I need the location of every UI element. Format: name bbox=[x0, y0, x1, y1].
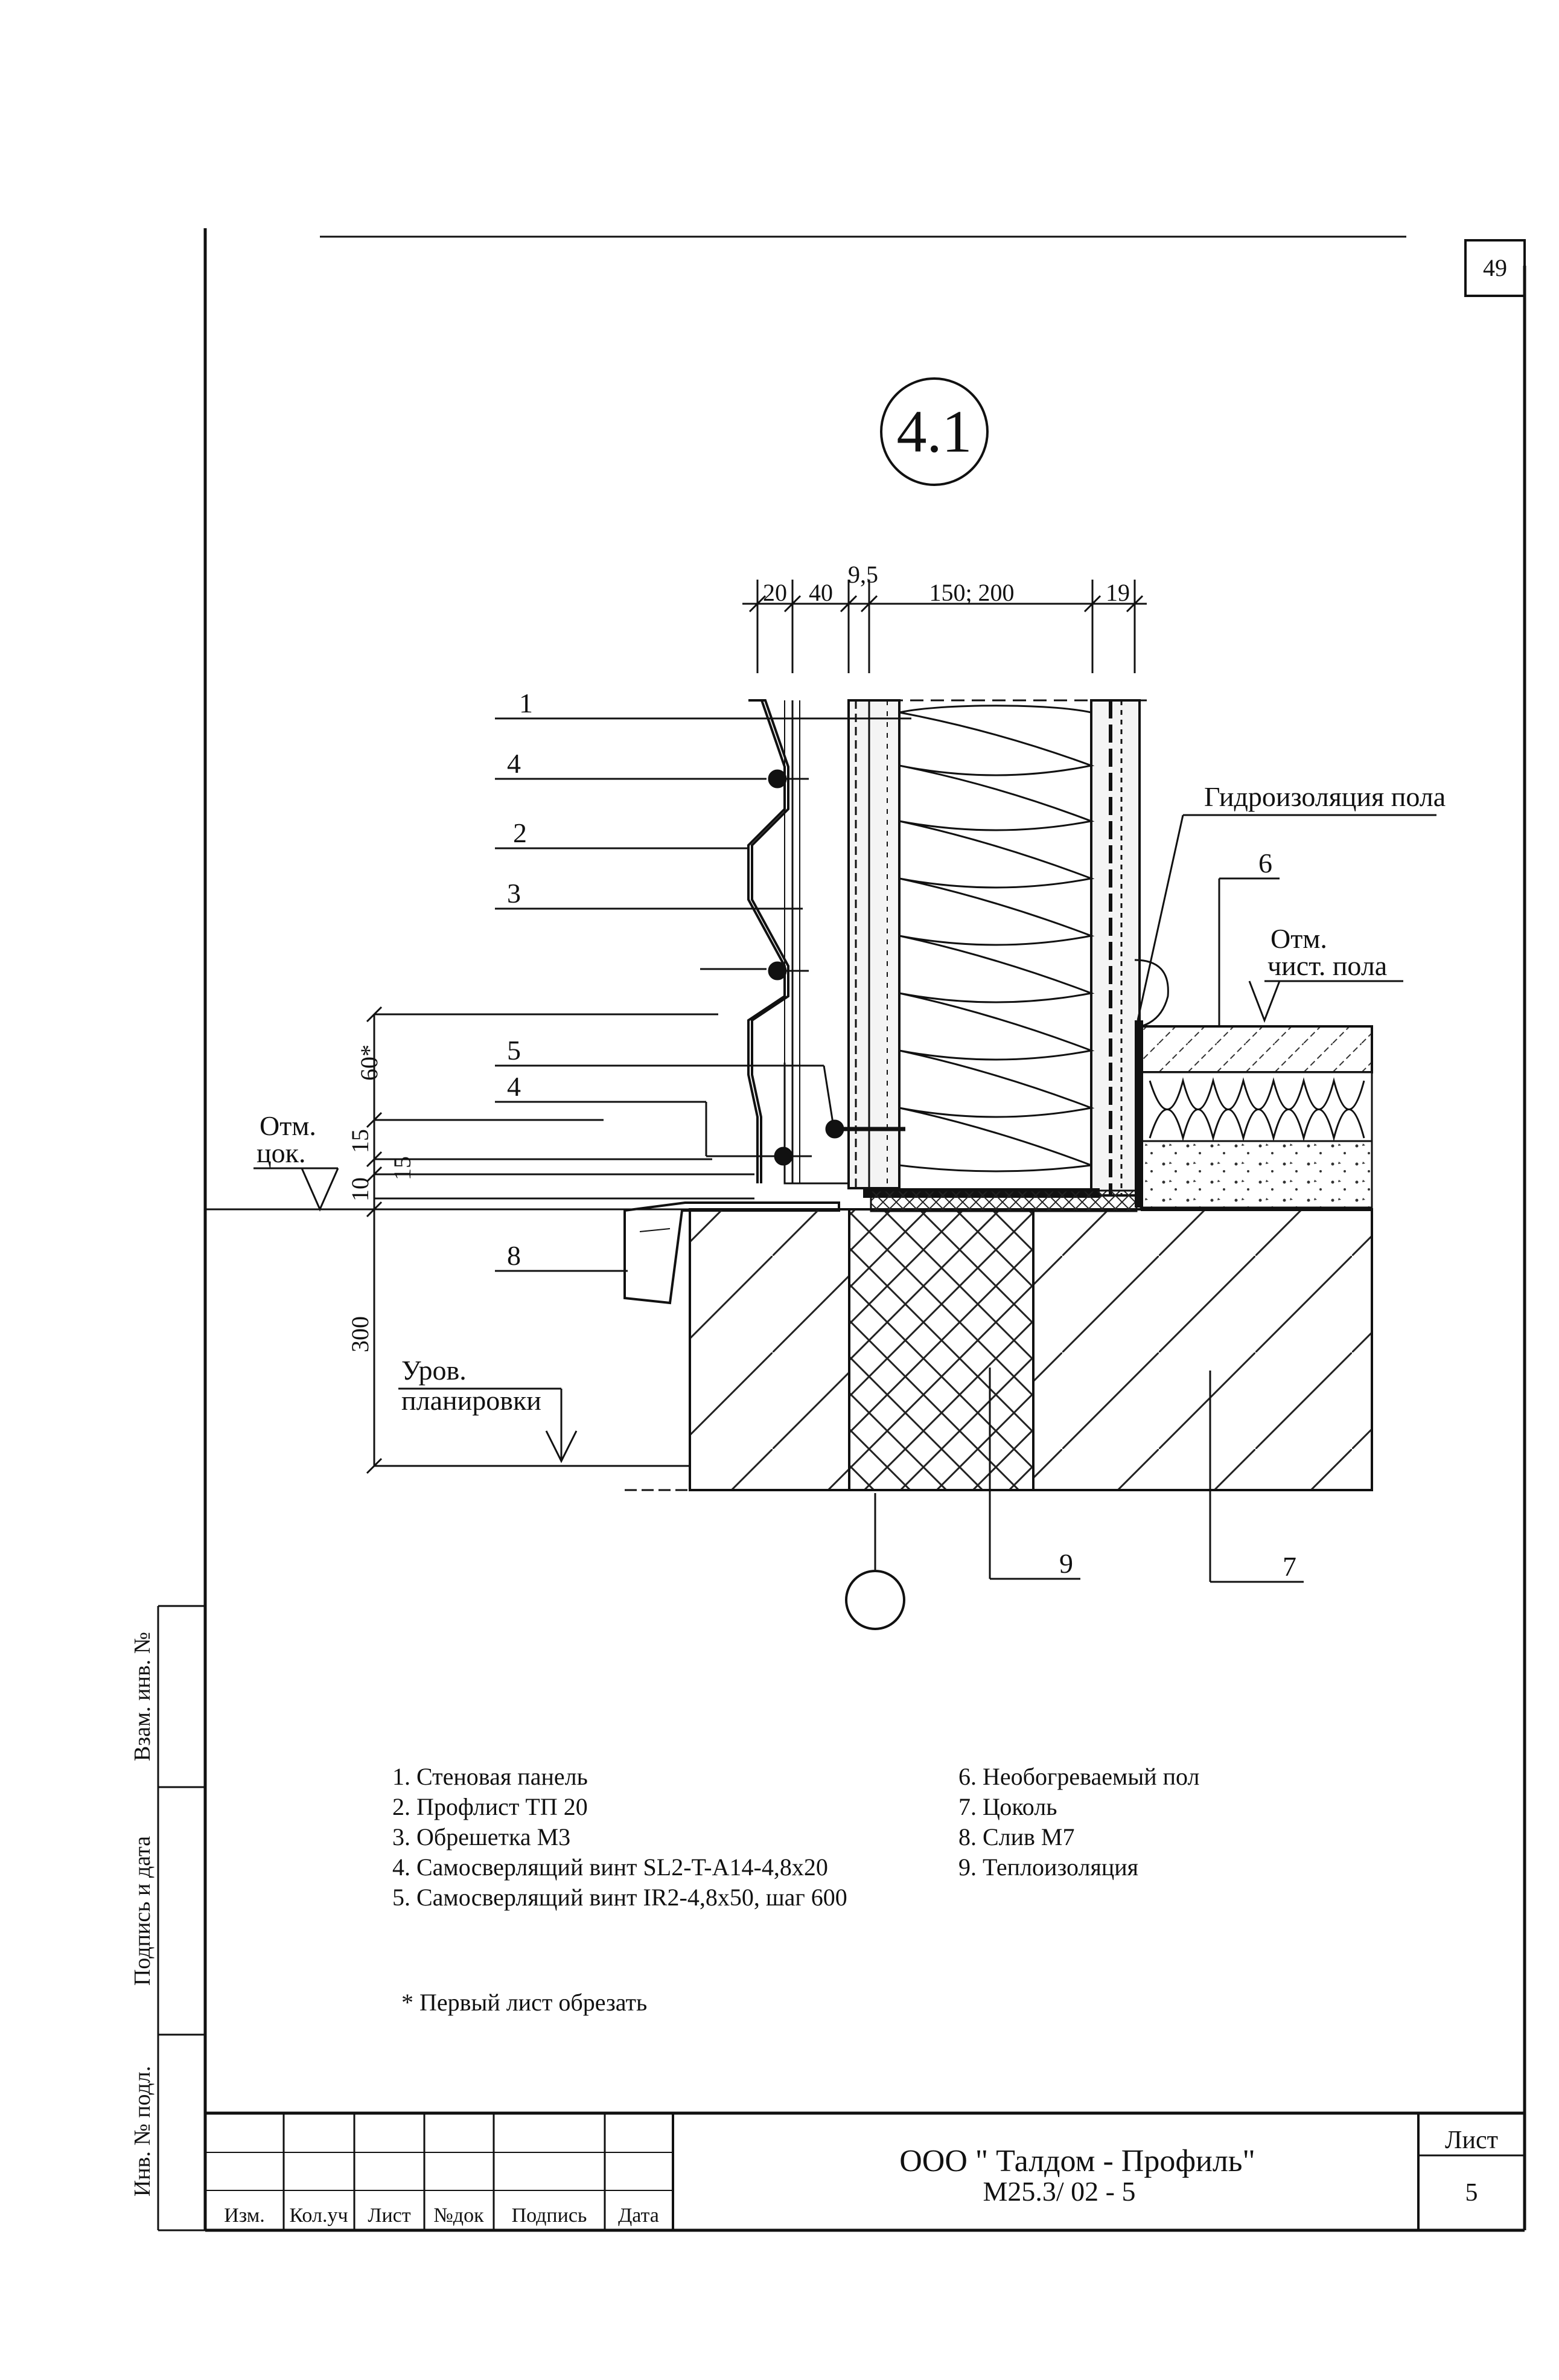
tb-col-koluch: Кол.уч bbox=[289, 2204, 348, 2227]
callout-4b: 4 bbox=[507, 1071, 521, 1102]
floor-buildup bbox=[1134, 959, 1373, 1211]
dim-10: 10 bbox=[346, 1177, 374, 1201]
floor-mark-1: Отм. bbox=[1270, 923, 1327, 954]
dim-15a: 15 bbox=[346, 1129, 374, 1153]
dim-300: 300 bbox=[346, 1316, 374, 1352]
legend-left: 1. Стеновая панель 2. Профлист ТП 20 3. … bbox=[392, 1763, 847, 1911]
callout-8: 8 bbox=[507, 1240, 521, 1271]
dim-60: 60* bbox=[355, 1044, 383, 1081]
waterproofing-label: Гидроизоляция пола bbox=[1204, 781, 1446, 812]
sheet-badge: 49 bbox=[1464, 239, 1526, 297]
dim-150-200: 150; 200 bbox=[929, 579, 1014, 606]
dim-9-5: 9,5 bbox=[848, 561, 878, 588]
profiled-sheet bbox=[747, 699, 849, 1185]
level-lines bbox=[205, 1006, 754, 1491]
mineral-wool-insulation bbox=[899, 705, 1095, 1172]
floor-mark-2: чист. пола bbox=[1267, 950, 1387, 981]
callout-3: 3 bbox=[507, 878, 521, 909]
svg-text:8. Слив М7: 8. Слив М7 bbox=[958, 1823, 1075, 1851]
top-dimension-chain bbox=[742, 580, 1147, 673]
svg-text:9. Теплоизоляция: 9. Теплоизоляция bbox=[958, 1854, 1138, 1881]
svg-text:3. Обрешетка М3: 3. Обрешетка М3 bbox=[392, 1823, 570, 1851]
grade-mark-1: Уров. bbox=[401, 1355, 467, 1386]
callout-7: 7 bbox=[1283, 1551, 1296, 1582]
dim-15b: 15 bbox=[389, 1156, 416, 1180]
callout-2: 2 bbox=[513, 817, 527, 848]
svg-text:5. Самосверлящий винт IR2-4,8x: 5. Самосверлящий винт IR2-4,8x50, шаг 60… bbox=[392, 1884, 847, 1911]
dim-40: 40 bbox=[809, 579, 833, 606]
tb-organization: ООО " Талдом - Профиль" bbox=[899, 2144, 1255, 2178]
callout-9: 9 bbox=[1059, 1548, 1073, 1579]
tb-sheet-label: Лист bbox=[1445, 2126, 1498, 2154]
grade-mark-2: планировки bbox=[401, 1385, 541, 1416]
detail-marker: 4.1 bbox=[880, 377, 989, 486]
wall-panel bbox=[847, 699, 1147, 1198]
section-marker bbox=[845, 1570, 905, 1630]
svg-text:1. Стеновая панель: 1. Стеновая панель bbox=[392, 1763, 588, 1790]
svg-text:2. Профлист ТП 20: 2. Профлист ТП 20 bbox=[392, 1793, 588, 1820]
callout-1: 1 bbox=[519, 688, 533, 718]
side-stamp: Взам. инв. № Подпись и дата Инв. № подл. bbox=[130, 1632, 155, 2196]
callout-4a: 4 bbox=[507, 748, 521, 779]
title-block bbox=[205, 2111, 1525, 2230]
legend-right: 6. Необогреваемый пол 7. Цоколь 8. Слив … bbox=[958, 1763, 1199, 1881]
svg-text:49: 49 bbox=[1483, 254, 1507, 281]
svg-text:7. Цоколь: 7. Цоколь bbox=[958, 1793, 1057, 1820]
svg-text:Взам. инв. №: Взам. инв. № bbox=[130, 1632, 155, 1761]
floor-level-mark bbox=[1248, 980, 1403, 1023]
dim-20: 20 bbox=[763, 579, 787, 606]
plinth-foundation bbox=[689, 1189, 1373, 1491]
svg-text:Подпись и дата: Подпись и дата bbox=[130, 1836, 155, 1986]
plinth-level-mark bbox=[253, 1167, 339, 1212]
svg-text:Инв. № подл.: Инв. № подл. bbox=[130, 2066, 155, 2197]
tb-col-ndok: №док bbox=[433, 2204, 484, 2227]
tb-sheet-number: 5 bbox=[1465, 2179, 1478, 2207]
tb-document-code: М25.3/ 02 - 5 bbox=[983, 2176, 1136, 2207]
callout-5: 5 bbox=[507, 1035, 521, 1066]
tb-col-list: Лист bbox=[368, 2204, 410, 2227]
waterproofing-leader bbox=[1137, 814, 1436, 1021]
dim-19: 19 bbox=[1106, 579, 1130, 606]
callout-leaders bbox=[495, 717, 1304, 1583]
callout-6: 6 bbox=[1258, 848, 1272, 878]
svg-text:6. Необогреваемый пол: 6. Необогреваемый пол bbox=[958, 1763, 1199, 1790]
tb-col-podpis: Подпись bbox=[512, 2204, 587, 2227]
svg-text:4.1: 4.1 bbox=[897, 398, 972, 465]
footnote: * Первый лист обрезать bbox=[401, 1989, 647, 2016]
svg-text:4. Самосверлящий винт SL2-T-A1: 4. Самосверлящий винт SL2-T-A14-4,8x20 bbox=[392, 1854, 828, 1881]
tb-col-data: Дата bbox=[618, 2204, 659, 2227]
plinth-mark-2: цок. bbox=[257, 1137, 305, 1168]
grade-level-mark bbox=[398, 1387, 578, 1464]
tb-col-izm: Изм. bbox=[224, 2204, 265, 2227]
plinth-mark-1: Отм. bbox=[260, 1110, 316, 1141]
